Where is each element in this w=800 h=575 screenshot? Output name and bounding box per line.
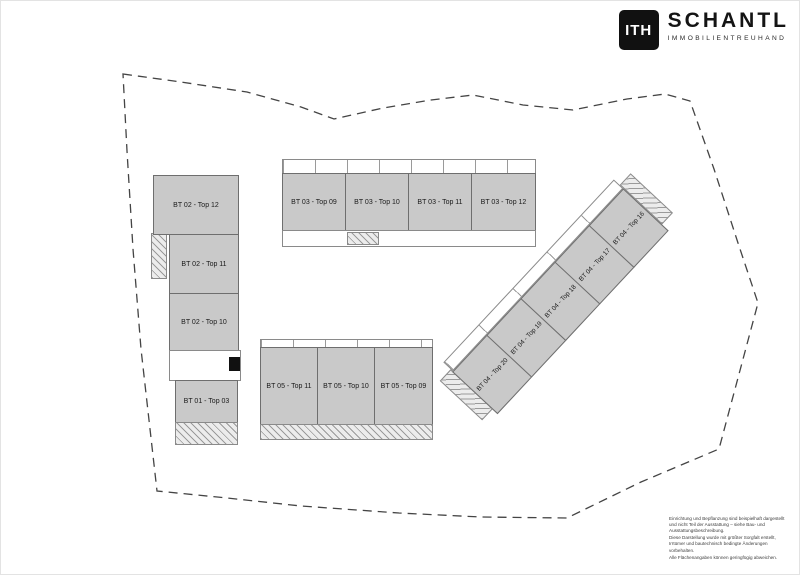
bt02-stair-hatch — [151, 233, 167, 279]
unit-bt05-top11: BT 05 - Top 11 — [260, 347, 318, 425]
unit-label: BT 04 - Top 17 — [577, 246, 612, 283]
unit-label: BT 04 - Top 18 — [543, 283, 578, 320]
bt03-walkway — [282, 230, 536, 247]
unit-bt01-top03: BT 01 - Top 03 — [175, 380, 238, 423]
unit-label: BT 05 - Top 09 — [380, 382, 427, 390]
bt05-terrace-hatch — [260, 424, 433, 440]
unit-bt03-top10: BT 03 - Top 10 — [345, 173, 409, 231]
bt01-terrace-hatch — [175, 422, 238, 445]
bt03-stair-hatch — [347, 232, 379, 245]
disclaimer-line: Alle Flächenangaben können geringfügig a… — [669, 554, 778, 560]
plan-disclaimer: Einrichtung und Bepflanzung sind beispie… — [669, 516, 787, 562]
disclaimer-line: Einrichtung und Bepflanzung sind beispie… — [669, 515, 785, 534]
unit-label: BT 05 - Top 11 — [266, 382, 312, 390]
unit-bt03-top11: BT 03 - Top 11 — [408, 173, 472, 231]
unit-label: BT 02 - Top 12 — [173, 201, 219, 209]
unit-label: BT 05 - Top 10 — [323, 382, 369, 390]
unit-label: BT 01 - Top 03 — [183, 398, 230, 405]
unit-label: BT 03 - Top 09 — [291, 198, 337, 206]
unit-bt03-top09: BT 03 - Top 09 — [282, 173, 346, 231]
unit-label: BT 03 - Top 12 — [480, 198, 527, 206]
company-logo: ITH SCHANTL IMMOBILIENTREUHAND — [618, 10, 789, 50]
unit-bt05-top10: BT 05 - Top 10 — [317, 347, 375, 425]
logo-company-subtitle: IMMOBILIENTREUHAND — [667, 35, 787, 42]
bt03-balcony-strip — [282, 159, 536, 174]
unit-bt02-top10: BT 02 - Top 10 — [169, 293, 239, 351]
unit-bt05-top09: BT 05 - Top 09 — [374, 347, 433, 425]
unit-label: BT 03 - Top 11 — [417, 198, 463, 206]
logo-text-block: SCHANTL IMMOBILIENTREUHAND — [668, 10, 789, 42]
elevator-core — [229, 357, 240, 371]
unit-label: BT 04 - Top 20 — [475, 356, 510, 393]
unit-label: BT 02 - Top 11 — [181, 260, 227, 268]
unit-bt02-top11: BT 02 - Top 11 — [169, 234, 239, 294]
unit-label: BT 03 - Top 10 — [354, 198, 400, 206]
ith-logo-icon: ITH — [618, 10, 659, 50]
unit-label: BT 02 - Top 10 — [181, 318, 227, 326]
unit-label: BT 04 - Top 19 — [509, 319, 544, 356]
unit-label: BT 04 - Top 16 — [611, 210, 646, 247]
disclaimer-line: Diese Darstellung wurde mit größter Sorg… — [669, 535, 776, 553]
logo-company-name: SCHANTL — [667, 9, 789, 32]
unit-bt02-top12: BT 02 - Top 12 — [153, 175, 239, 235]
unit-bt03-top12: BT 03 - Top 12 — [471, 173, 536, 231]
